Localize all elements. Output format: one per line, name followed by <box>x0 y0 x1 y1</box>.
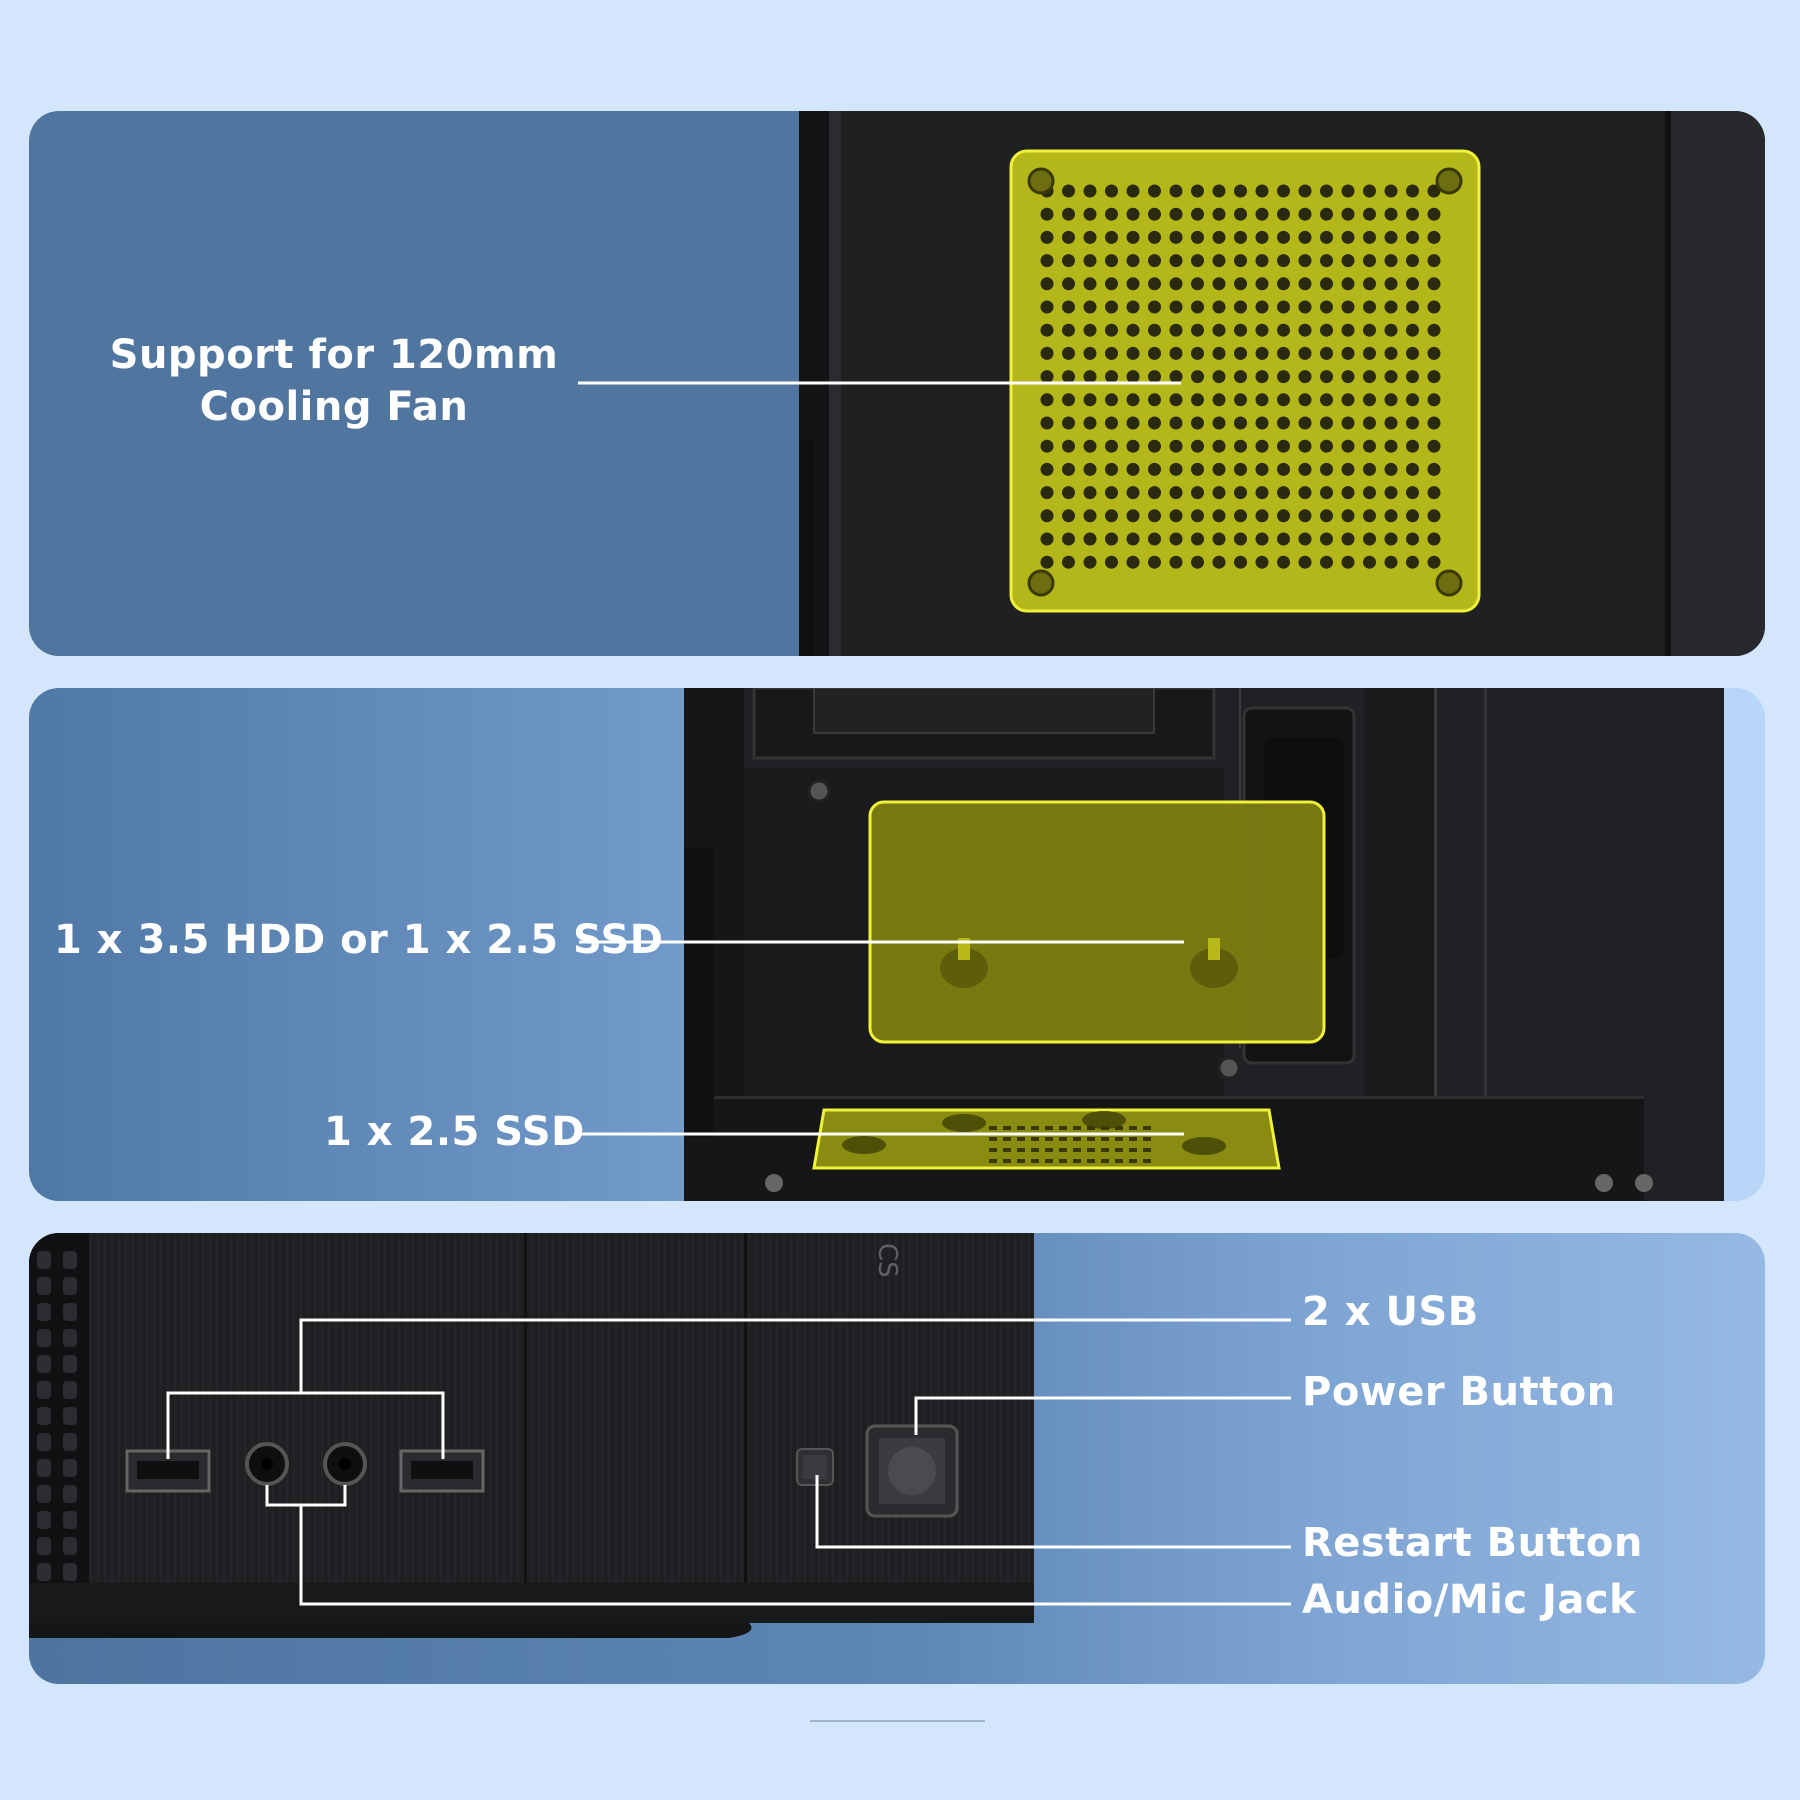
hdd-label: 1 x 3.5 HDD or 1 x 2.5 SSD <box>54 917 664 963</box>
drive-callout-lines <box>579 940 1184 1136</box>
svg-text:CS: CS <box>872 1243 902 1278</box>
bottom-divider <box>810 1720 985 1722</box>
case-interior-drive-bay-image <box>684 688 1724 1201</box>
power-button-label: Power Button <box>1302 1369 1616 1415</box>
audio-mic-jack-label: Audio/Mic Jack <box>1302 1577 1637 1623</box>
ssd-label: 1 x 2.5 SSD <box>324 1109 585 1155</box>
restart-button-label: Restart Button <box>1302 1520 1643 1566</box>
fan-callout-line <box>578 381 1181 385</box>
restart-button <box>796 1448 834 1486</box>
case-side-fan-mount-image <box>799 111 1765 656</box>
audio-jack <box>245 1442 289 1486</box>
drive-bay-feature-panel: 1 x 3.5 HDD or 1 x 2.5 SSD 1 x 2.5 SSD <box>29 688 1765 1201</box>
fan-label-line1: Support for 120mm <box>109 332 559 378</box>
fan-label-line2: Cooling Fan <box>199 384 469 430</box>
io-callout-lines <box>166 1318 1291 1606</box>
power-button <box>865 1424 959 1518</box>
front-io-feature-panel: CS 2 x USB Power Button Restart Button A… <box>29 1233 1765 1684</box>
fan-label: Support for 120mm Cooling Fan <box>69 329 599 433</box>
usb-label: 2 x USB <box>1302 1289 1479 1335</box>
ssd-mount-highlight <box>812 1108 1281 1170</box>
mic-jack <box>323 1442 367 1486</box>
hdd-bay-highlight <box>868 800 1326 1044</box>
fan-feature-panel: Support for 120mm Cooling Fan <box>29 111 1765 656</box>
fan-mount-highlight <box>1009 149 1481 613</box>
